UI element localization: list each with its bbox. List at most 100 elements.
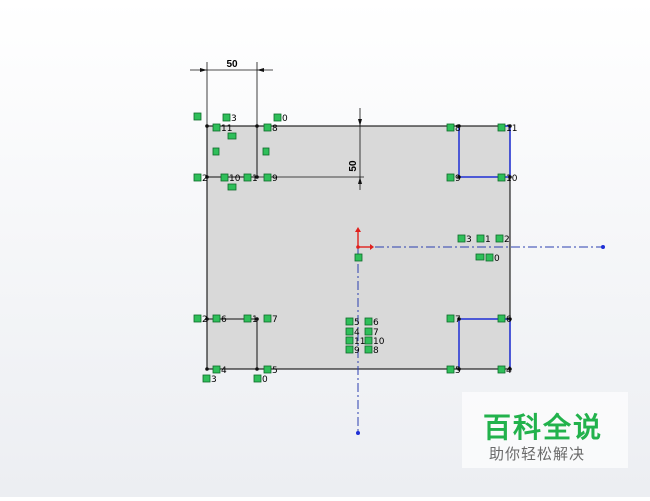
relation-badge[interactable]: 11 <box>497 123 517 134</box>
relation-badge-icon[interactable] <box>263 365 272 374</box>
horizontal-dimension-value[interactable]: 50 <box>226 59 238 70</box>
relation-badge-label: 1 <box>252 174 258 184</box>
relation-badge-icon[interactable] <box>193 314 202 323</box>
relation-badge-icon[interactable] <box>212 123 221 132</box>
relation-badge[interactable]: 10 <box>364 336 385 347</box>
relation-badge[interactable]: 8 <box>446 123 461 134</box>
relation-badge-icon[interactable] <box>263 314 272 323</box>
relation-badge[interactable]: 1 <box>243 314 258 325</box>
relation-badge-label: 7 <box>272 315 278 325</box>
relation-badge-icon[interactable] <box>193 173 202 182</box>
vertical-dimension-value[interactable]: 50 <box>348 160 359 172</box>
relation-badge-icon[interactable] <box>345 317 354 326</box>
vertical-dimension[interactable]: 50 <box>257 108 364 190</box>
relation-badge[interactable]: 1 <box>243 173 258 184</box>
relation-badge-icon[interactable] <box>243 173 252 182</box>
relation-badge[interactable]: 4 <box>212 365 227 376</box>
relation-badge-label: 8 <box>272 124 278 134</box>
relation-badge-label: 1 <box>252 315 258 325</box>
relation-badge-icon[interactable] <box>202 374 211 383</box>
relation-badge[interactable]: 11 <box>345 336 365 347</box>
relation-badges-unlabeled[interactable] <box>193 112 485 262</box>
relation-badge-icon[interactable] <box>212 365 221 374</box>
relation-badge-icon[interactable] <box>263 173 272 182</box>
relation-badge-label: 0 <box>262 375 268 385</box>
relation-badge[interactable]: 6 <box>364 317 379 328</box>
relation-badge[interactable]: 3 <box>202 374 217 385</box>
relation-badge-label: 4 <box>354 328 360 338</box>
relation-badge-label: 10 <box>373 337 385 347</box>
relation-badge-icon[interactable] <box>497 365 506 374</box>
relation-badge[interactable]: 7 <box>446 314 461 325</box>
relation-badge-label: 5 <box>354 318 360 328</box>
relation-badge-icon[interactable] <box>345 336 354 345</box>
relation-badge-icon[interactable] <box>446 123 455 132</box>
relation-badge-icon[interactable] <box>345 345 354 354</box>
relation-badge-label: 7 <box>373 328 379 338</box>
relation-badge-label: 2 <box>202 315 208 325</box>
relation-badge-icon[interactable] <box>212 314 221 323</box>
relation-badge-icon[interactable] <box>457 234 466 243</box>
relation-badge[interactable]: 1 <box>476 234 491 245</box>
relation-badge[interactable]: 8 <box>263 123 278 134</box>
watermark-title: 百科全说 <box>483 411 604 444</box>
relation-badge[interactable]: 10 <box>220 173 241 184</box>
relation-badge[interactable]: 5 <box>263 365 278 376</box>
relation-badge-icon[interactable] <box>364 327 373 336</box>
relation-badge-icon[interactable] <box>497 314 506 323</box>
relation-badge[interactable]: 8 <box>364 345 379 356</box>
relation-badge[interactable]: 4 <box>345 327 360 338</box>
relation-badge[interactable]: 0 <box>253 374 268 385</box>
relation-badge-icon[interactable] <box>253 374 262 383</box>
relation-badge[interactable]: 0 <box>273 113 288 124</box>
relation-badge-icon[interactable] <box>345 327 354 336</box>
horizontal-dimension[interactable]: 50 <box>190 59 273 126</box>
relation-badge[interactable]: 3 <box>457 234 472 245</box>
centerline-end-point[interactable] <box>601 245 605 249</box>
relation-badge[interactable]: 9 <box>263 173 278 184</box>
relation-badge[interactable]: 3 <box>222 113 237 124</box>
relation-badge[interactable]: 6 <box>212 314 227 325</box>
relation-badge-label: 5 <box>272 366 278 376</box>
relation-badge-icon[interactable] <box>273 113 282 122</box>
relation-badge-label: 6 <box>221 315 227 325</box>
relation-badge-icon[interactable] <box>446 365 455 374</box>
relation-badge[interactable]: 0 <box>485 253 500 264</box>
relation-badge-label: 7 <box>455 315 461 325</box>
watermark-subtitle: 助你轻松解决 <box>489 445 586 463</box>
relation-badge[interactable]: 2 <box>193 314 208 325</box>
relation-badge-icon[interactable] <box>485 253 494 262</box>
relation-badge-icon[interactable] <box>220 173 229 182</box>
relation-badge-icon[interactable] <box>497 173 506 182</box>
relation-badge-label: 5 <box>455 366 461 376</box>
relation-badge-icon[interactable] <box>446 314 455 323</box>
relation-badge[interactable]: 10 <box>497 173 518 184</box>
relation-badge-icon[interactable] <box>495 234 504 243</box>
relation-badge-icon[interactable] <box>263 123 272 132</box>
relation-badge-icon[interactable] <box>446 173 455 182</box>
selected-line-bottom-right[interactable] <box>458 318 511 369</box>
relation-badge[interactable]: 11 <box>212 123 232 134</box>
relation-badge-icon[interactable] <box>222 113 231 122</box>
relation-badge-icon[interactable] <box>497 123 506 132</box>
relation-badge-icon[interactable] <box>243 314 252 323</box>
centerline-end-point[interactable] <box>356 431 360 435</box>
relation-badge[interactable]: 5 <box>446 365 461 376</box>
relation-badge[interactable]: 6 <box>497 314 512 325</box>
relation-badge[interactable]: 7 <box>364 327 379 338</box>
relation-badge-icon[interactable] <box>364 345 373 354</box>
relation-badge[interactable]: 2 <box>193 173 208 184</box>
relation-badge-icon[interactable] <box>364 317 373 326</box>
relation-badge-icon[interactable] <box>476 234 485 243</box>
relation-badge[interactable]: 9 <box>446 173 461 184</box>
relation-badge[interactable]: 4 <box>497 365 512 376</box>
relation-badge[interactable]: 7 <box>263 314 278 325</box>
relation-badge[interactable]: 5 <box>345 317 360 328</box>
relation-badge-label: 2 <box>504 235 510 245</box>
relation-badge-icon[interactable] <box>364 336 373 345</box>
relation-badge[interactable]: 9 <box>345 345 360 356</box>
relation-badge[interactable]: 2 <box>495 234 510 245</box>
